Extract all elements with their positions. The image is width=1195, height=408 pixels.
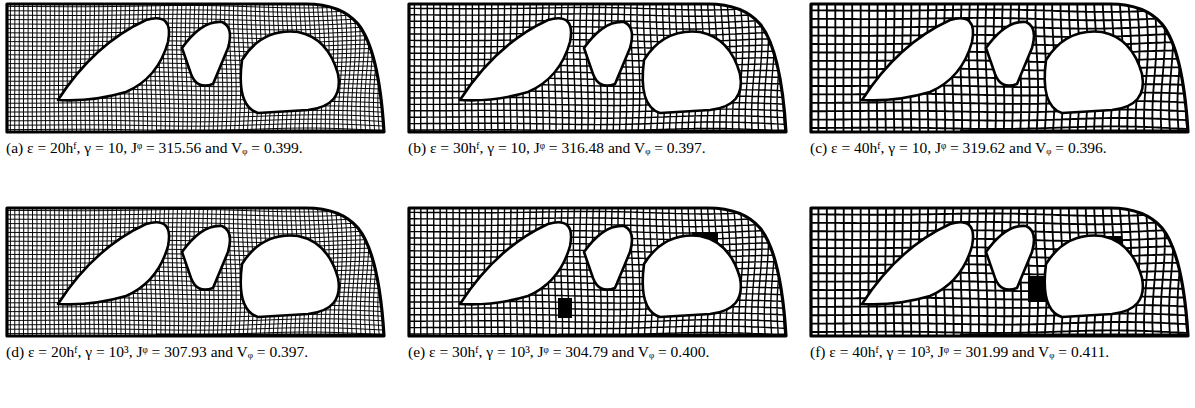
void-hole xyxy=(643,32,741,113)
lattice-lines xyxy=(404,202,792,342)
void-hole xyxy=(986,22,1034,86)
subfigure-caption: (d) ε = 20hᶠ, γ = 10³, Jᵠ = 307.93 and V… xyxy=(6,342,386,361)
void-hole xyxy=(862,18,973,100)
beam-panel xyxy=(2,202,390,342)
beam-outline xyxy=(7,208,384,336)
void-hole xyxy=(182,22,230,86)
lattice-lines xyxy=(806,202,1194,342)
lattice-infill xyxy=(806,0,1194,138)
lattice-lines xyxy=(404,0,792,138)
solid-patch xyxy=(1028,276,1046,302)
void-hole xyxy=(986,226,1034,290)
beam-panel xyxy=(806,0,1194,138)
lattice-infill xyxy=(2,202,390,342)
void-hole xyxy=(1045,236,1143,317)
lattice-lines xyxy=(806,0,1194,138)
void-hole xyxy=(584,226,632,290)
subfigure-caption: (c) ε = 40hᶠ, γ = 10, Jᵠ = 319.62 and Vᵩ… xyxy=(810,138,1190,157)
beam-outline xyxy=(811,4,1188,132)
lattice-infill xyxy=(404,202,792,342)
void-hole xyxy=(58,222,169,304)
void-hole xyxy=(1045,32,1143,113)
lattice-lines xyxy=(2,202,390,342)
void-hole xyxy=(460,222,571,304)
subfigure-caption: (b) ε = 30hᶠ, γ = 10, Jᵠ = 316.48 and Vᵩ… xyxy=(408,138,788,157)
lattice-infill xyxy=(806,202,1194,342)
beam-outline xyxy=(409,208,786,336)
beam-outline xyxy=(409,4,786,132)
lattice-infill xyxy=(2,0,390,138)
void-hole xyxy=(182,226,230,290)
void-hole xyxy=(643,236,741,317)
void-hole xyxy=(241,32,339,113)
beam-panel xyxy=(404,0,792,138)
void-hole xyxy=(241,236,339,317)
beam-panel xyxy=(806,202,1194,342)
lattice-infill xyxy=(404,0,792,138)
subfigure-caption: (e) ε = 30hᶠ, γ = 10³, Jᵠ = 304.79 and V… xyxy=(408,342,788,361)
beam-outline xyxy=(811,208,1188,336)
void-hole xyxy=(460,18,571,100)
beam-panel xyxy=(2,0,390,138)
beam-outline xyxy=(7,4,384,132)
subfigure-caption: (f) ε = 40hᶠ, γ = 10³, Jᵠ = 301.99 and V… xyxy=(810,342,1190,361)
lattice-lines xyxy=(2,0,390,138)
void-hole xyxy=(862,222,973,304)
beam-panel xyxy=(404,202,792,342)
void-hole xyxy=(58,18,169,100)
solid-patch xyxy=(558,298,572,318)
subfigure-caption: (a) ε = 20hᶠ, γ = 10, Jᵠ = 315.56 and Vᵩ… xyxy=(6,138,386,157)
void-hole xyxy=(584,22,632,86)
